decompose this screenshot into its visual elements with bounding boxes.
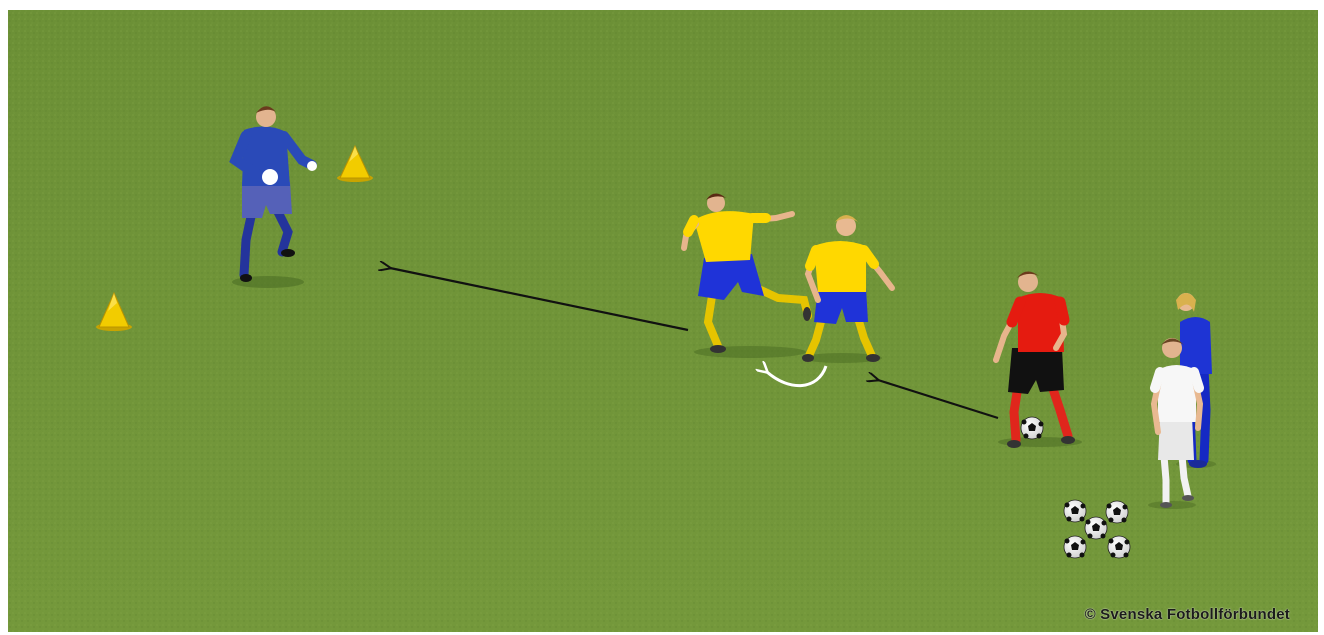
ball-icon <box>1085 517 1107 539</box>
ball-icon <box>1064 500 1086 522</box>
ball-icon <box>1108 536 1130 558</box>
ball-icon <box>1021 417 1044 439</box>
ball-icon <box>1064 536 1086 558</box>
ball-icon <box>1106 501 1128 523</box>
copyright-credit: © Svenska Fotbollförbundet <box>1085 606 1290 623</box>
